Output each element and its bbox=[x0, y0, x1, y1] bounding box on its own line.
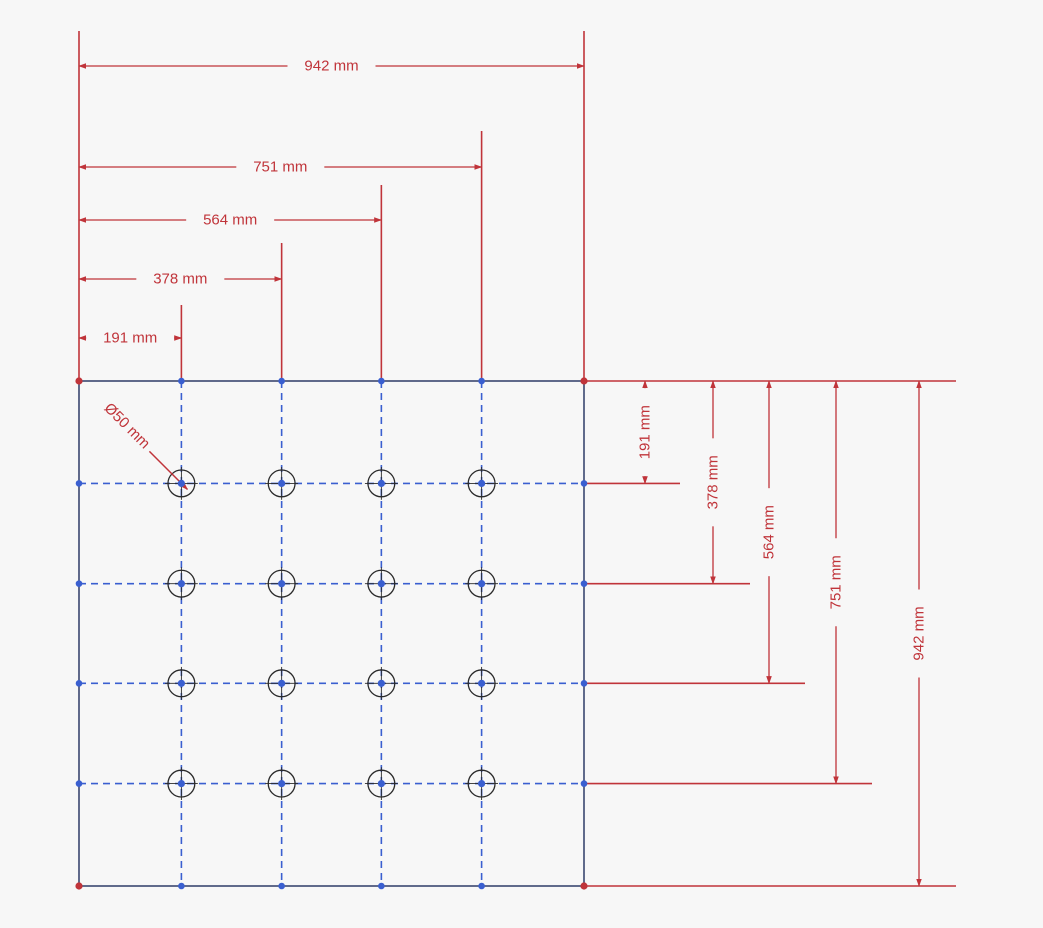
hole-center-point bbox=[177, 580, 185, 588]
corner-point bbox=[580, 882, 588, 890]
dimension-label-top: 751 mm bbox=[253, 159, 307, 176]
corner-point bbox=[75, 882, 83, 890]
grid-layer bbox=[79, 381, 584, 886]
hole-center-point bbox=[278, 479, 286, 487]
grid-end-point bbox=[75, 580, 83, 587]
grid-end-point bbox=[478, 882, 485, 890]
grid-end-point bbox=[378, 882, 385, 890]
holes-layer bbox=[164, 466, 499, 801]
grid-end-point bbox=[580, 480, 588, 487]
corner-point bbox=[75, 377, 83, 385]
dimension-label-top: 942 mm bbox=[304, 58, 358, 75]
hole-diameter-label: Ø50 mm bbox=[101, 400, 154, 453]
hole-center-point bbox=[278, 580, 286, 588]
dimension-label-top: 191 mm bbox=[103, 330, 157, 347]
hole-center-point bbox=[478, 679, 486, 687]
grid-end-point bbox=[178, 377, 185, 385]
hole-center-point bbox=[177, 679, 185, 687]
grid-end-point bbox=[278, 377, 285, 385]
hole-center-point bbox=[177, 780, 185, 788]
grid-end-point bbox=[75, 480, 83, 487]
dimension-label-right: 751 mm bbox=[828, 555, 845, 609]
points-layer bbox=[75, 377, 588, 890]
plate-outline bbox=[78, 380, 585, 887]
dimension-label-right: 942 mm bbox=[911, 606, 928, 660]
grid-end-point bbox=[278, 882, 285, 890]
grid-end-point bbox=[478, 377, 485, 385]
hole-center-point bbox=[478, 479, 486, 487]
grid-end-point bbox=[178, 882, 185, 890]
hole-center-point bbox=[177, 479, 185, 487]
hole-center-point bbox=[377, 580, 385, 588]
dimension-label-right: 378 mm bbox=[705, 455, 722, 509]
hole-center-point bbox=[278, 780, 286, 788]
grid-end-point bbox=[580, 680, 588, 687]
outline-layer bbox=[78, 380, 585, 887]
hole-center-point bbox=[478, 580, 486, 588]
hole-center-point bbox=[278, 679, 286, 687]
dimension-label-right: 564 mm bbox=[761, 505, 778, 559]
hole-center-point bbox=[377, 679, 385, 687]
grid-end-point bbox=[378, 377, 385, 385]
hole-center-point bbox=[377, 479, 385, 487]
dimension-label-right: 191 mm bbox=[637, 405, 654, 459]
grid-end-point bbox=[580, 580, 588, 587]
grid-end-point bbox=[75, 680, 83, 687]
dimensions-layer: Ø50 mm 942 mm 751 mm 564 mm 378 mm 191 mm 191 … bbox=[78, 31, 956, 887]
hole-center-point bbox=[377, 780, 385, 788]
hole-center-point bbox=[478, 780, 486, 788]
corner-point bbox=[580, 377, 588, 385]
grid-end-point bbox=[75, 780, 83, 787]
grid-end-point bbox=[580, 780, 588, 787]
dimension-label-top: 564 mm bbox=[203, 212, 257, 229]
dimension-label-top: 378 mm bbox=[153, 271, 207, 288]
